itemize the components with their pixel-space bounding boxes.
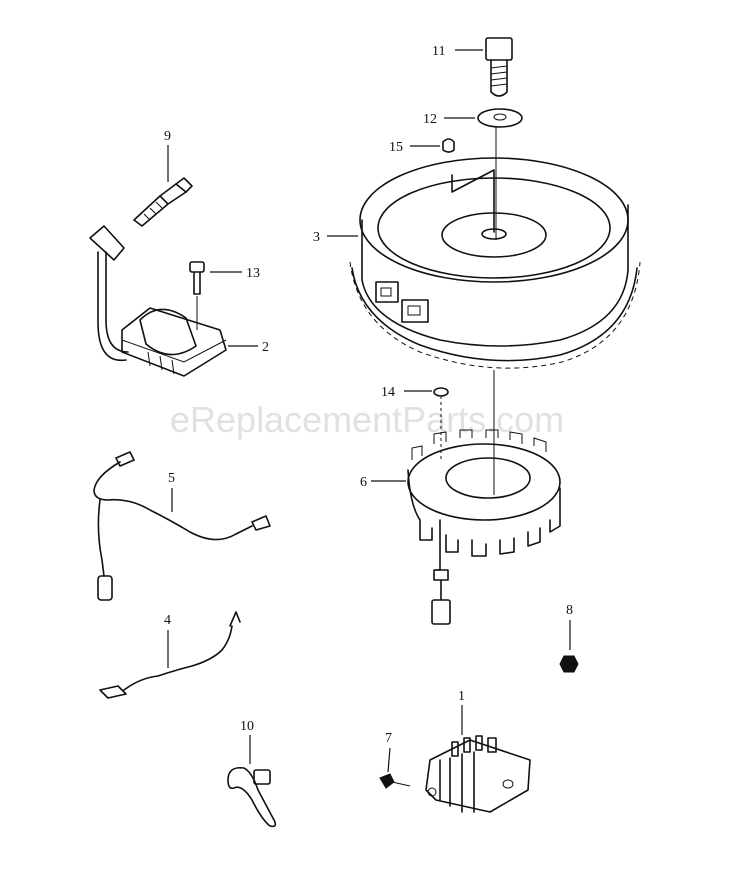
- part-6-stator[interactable]: [407, 429, 561, 625]
- part-13-screw[interactable]: [189, 261, 205, 330]
- callout-11: 11: [432, 44, 445, 59]
- callout-14: 14: [381, 385, 395, 400]
- part-5-wire-harness[interactable]: [93, 451, 271, 601]
- part-4-ground-wire[interactable]: [99, 611, 241, 699]
- part-9-spark-plug[interactable]: [133, 177, 193, 227]
- callout-12: 12: [423, 112, 437, 127]
- callout-8: 8: [566, 603, 573, 618]
- callout-1: 1: [458, 689, 465, 704]
- callout-10: 10: [240, 719, 254, 734]
- watermark: eReplacementParts.com: [170, 399, 564, 440]
- part-10-clip[interactable]: [227, 766, 277, 828]
- part-8-nut[interactable]: [559, 655, 579, 673]
- part-14-screw[interactable]: [433, 387, 449, 460]
- part-2-ignition-coil[interactable]: [89, 225, 227, 377]
- part-7-screw[interactable]: [379, 773, 411, 789]
- callout-4: 4: [164, 613, 171, 628]
- callout-9: 9: [164, 129, 171, 144]
- callout-5: 5: [168, 471, 175, 486]
- leader-7: [387, 747, 391, 773]
- callout-3: 3: [313, 230, 320, 245]
- callout-13: 13: [246, 266, 260, 281]
- part-15-key[interactable]: [442, 138, 455, 153]
- callout-6: 6: [360, 475, 367, 490]
- callout-2: 2: [262, 340, 269, 355]
- callout-15: 15: [389, 140, 403, 155]
- part-3-flywheel[interactable]: [349, 157, 641, 369]
- callout-7: 7: [385, 731, 392, 746]
- part-11-bolt[interactable]: [485, 37, 513, 97]
- part-1-regulator[interactable]: [425, 735, 531, 813]
- part-12-washer[interactable]: [477, 108, 523, 128]
